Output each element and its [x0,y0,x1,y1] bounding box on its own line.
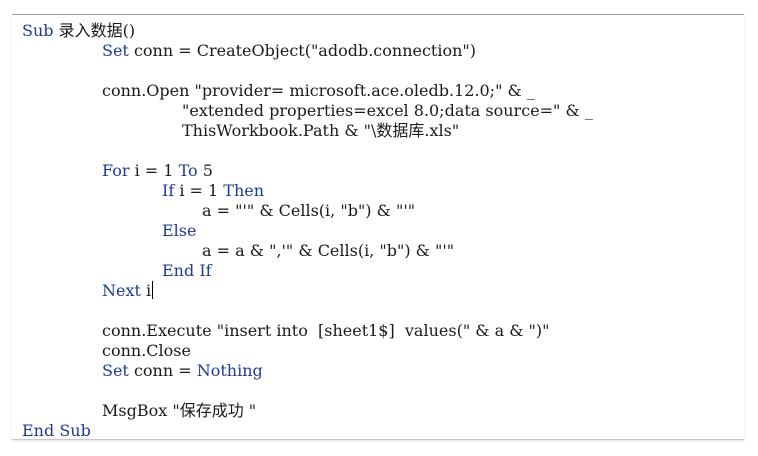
code-line[interactable]: Sub 录入数据() [22,21,593,41]
code-line[interactable]: conn.Execute "insert into [sheet1$] valu… [22,321,593,341]
code-keyword: Then [223,181,265,200]
code-line[interactable] [22,61,593,81]
code-line[interactable]: ThisWorkbook.Path & "\数据库.xls" [22,121,593,141]
code-line[interactable]: MsgBox "保存成功 " [22,401,593,421]
code-line[interactable]: End Sub [22,421,593,440]
code-line[interactable] [22,141,593,161]
code-line[interactable] [22,381,593,401]
code-line[interactable]: conn.Open "provider= microsoft.ace.oledb… [22,81,593,101]
code-editor-window[interactable]: Sub 录入数据()Set conn = CreateObject("adodb… [12,14,744,440]
code-keyword: Next [102,281,141,300]
code-line[interactable]: a = a & ",'" & Cells(i, "b") & "'" [22,241,593,261]
code-keyword: End Sub [22,421,91,440]
code-line[interactable]: "extended properties=excel 8.0;data sour… [22,101,593,121]
code-editor[interactable]: Sub 录入数据()Set conn = CreateObject("adodb… [22,21,593,440]
code-text: conn = [128,361,197,380]
code-line[interactable]: For i = 1 To 5 [22,161,593,181]
code-text: a = "'" & Cells(i, "b") & "'" [202,201,416,220]
text-caret [152,281,154,299]
code-keyword: Set [102,41,129,60]
code-text: 录入数据() [53,21,136,40]
code-text: conn.Close [102,341,191,360]
code-text: 5 [197,161,213,180]
code-text: a = a & ",'" & Cells(i, "b") & "'" [202,241,455,260]
code-text: i = 1 [174,181,224,200]
code-keyword: To [178,161,198,180]
code-line[interactable]: Set conn = Nothing [22,361,593,381]
code-keyword: If [162,181,175,200]
code-keyword: Else [162,221,197,240]
code-line[interactable]: End If [22,261,593,281]
code-keyword: Set [102,361,129,380]
code-line[interactable]: conn.Close [22,341,593,361]
code-text: i = 1 [129,161,179,180]
code-line[interactable] [22,301,593,321]
code-text: conn.Open "provider= microsoft.ace.oledb… [102,81,535,100]
code-text: conn.Execute "insert into [sheet1$] valu… [102,321,550,340]
code-keyword: Sub [22,21,54,40]
code-text: i [140,281,152,300]
code-keyword: For [102,161,130,180]
code-text: MsgBox "保存成功 " [102,401,257,420]
code-line[interactable]: a = "'" & Cells(i, "b") & "'" [22,201,593,221]
code-keyword: Nothing [196,361,263,380]
code-text: ThisWorkbook.Path & "\数据库.xls" [182,121,460,140]
code-keyword: End If [162,261,212,280]
code-line[interactable]: Else [22,221,593,241]
code-line[interactable]: Set conn = CreateObject("adodb.connectio… [22,41,593,61]
code-text: "extended properties=excel 8.0;data sour… [182,101,593,120]
code-line[interactable]: If i = 1 Then [22,181,593,201]
code-text: conn = CreateObject("adodb.connection") [128,41,477,60]
code-line[interactable]: Next i [22,281,593,301]
